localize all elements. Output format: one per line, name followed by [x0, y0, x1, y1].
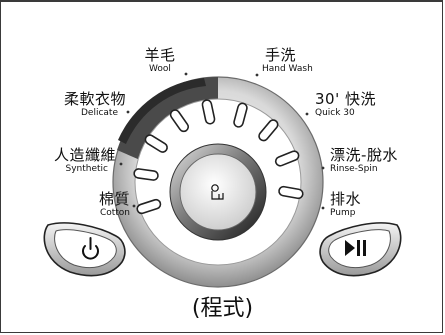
program-hand-wash[interactable]: 手洗 Hand Wash	[262, 48, 342, 74]
program-synthetic-en: Synthetic	[65, 164, 109, 174]
program-rinse-spin[interactable]: 漂洗-脫水 Rinse-Spin	[330, 148, 440, 174]
power-button[interactable]	[43, 222, 126, 277]
program-delicate-en: Delicate	[81, 108, 118, 118]
program-wool-en: Wool	[149, 64, 171, 74]
program-cotton[interactable]: 棉質 Cotton	[40, 192, 130, 218]
program-synthetic-zh: 人造纖維	[53, 146, 116, 164]
program-knob[interactable]	[169, 143, 267, 241]
program-pump-en: Pump	[330, 208, 356, 218]
program-caption: (程式)	[191, 296, 254, 321]
program-rinse-spin-en: Rinse-Spin	[330, 164, 378, 174]
program-pump[interactable]: 排水 Pump	[330, 192, 410, 218]
program-delicate[interactable]: 柔軟衣物 Delicate	[30, 92, 126, 118]
program-rinse-spin-zh: 漂洗-脫水	[330, 146, 398, 164]
program-hand-wash-zh: 手洗	[265, 46, 297, 64]
program-pump-zh: 排水	[330, 190, 362, 208]
program-cotton-zh: 棉質	[98, 190, 130, 208]
play-pause-icon	[345, 240, 366, 256]
program-hand-wash-en: Hand Wash	[262, 64, 313, 74]
program-delicate-zh: 柔軟衣物	[63, 90, 126, 108]
power-icon	[82, 237, 99, 260]
program-synthetic[interactable]: 人造纖維 Synthetic	[4, 148, 116, 174]
program-quick30[interactable]: 30' 快洗 Quick 30	[315, 92, 395, 118]
program-knob-icon	[211, 184, 224, 200]
indicator-dots	[119, 72, 325, 210]
program-ticks	[133, 99, 304, 215]
program-wool[interactable]: 羊毛 Wool	[138, 48, 182, 74]
start-pause-button[interactable]	[319, 222, 402, 277]
program-quick30-en: Quick 30	[315, 108, 355, 118]
program-cotton-en: Cotton	[99, 208, 130, 218]
program-quick30-zh: 30' 快洗	[315, 90, 376, 108]
program-wool-zh: 羊毛	[144, 46, 176, 64]
